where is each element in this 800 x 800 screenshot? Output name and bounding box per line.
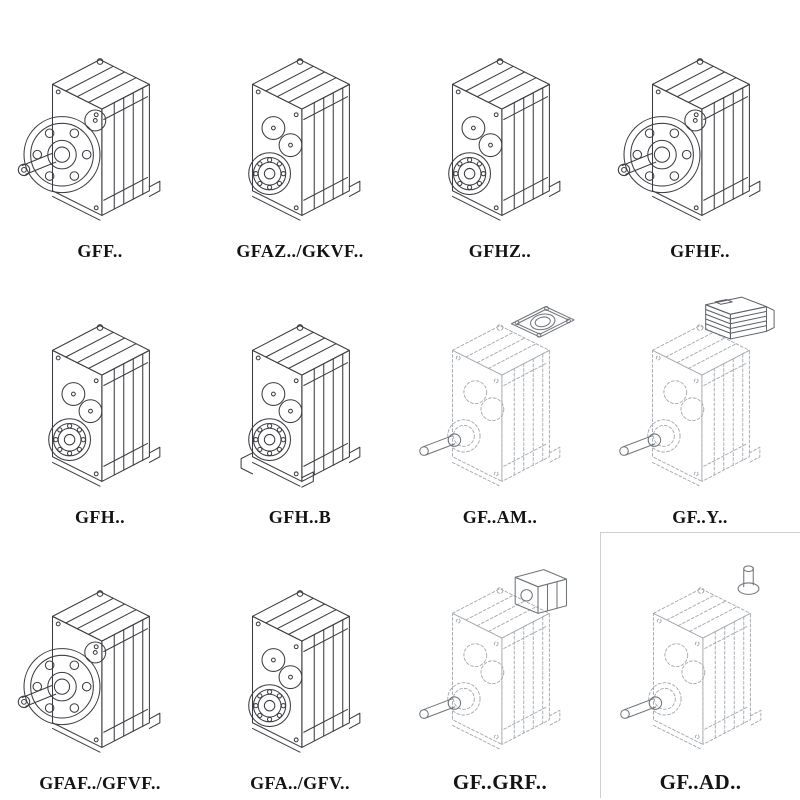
gearbox-cell-gfhf: GFHF.. <box>600 0 800 266</box>
gearbox-drawing-hollow-shaft <box>204 18 396 240</box>
gearbox-cell-gff: GFF.. <box>0 0 200 266</box>
gearbox-drawing-gear-adapter <box>404 547 596 769</box>
gearbox-label: GFHF.. <box>670 241 730 262</box>
gearbox-drawing-hollow-shaft-foot <box>204 284 396 506</box>
gearbox-cell-gfhz: GFHZ.. <box>400 0 600 266</box>
gearbox-drawing-hollow-shaft <box>204 550 396 772</box>
gearbox-cell-gfaz-gkvf: GFAZ../GKVF.. <box>200 0 400 266</box>
gearbox-label: GFAF../GFVF.. <box>39 773 161 794</box>
gearbox-drawing-motor-adapter <box>404 284 596 506</box>
gearbox-drawing-flange-output <box>604 18 796 240</box>
gearbox-drawing-flange-shaft <box>4 18 196 240</box>
gearbox-label: GF..Y.. <box>672 507 728 528</box>
gearbox-label: GF..GRF.. <box>452 769 548 794</box>
gearbox-cell-gfa-gfv: GFA../GFV.. <box>200 532 400 798</box>
gearbox-label: GFF.. <box>77 241 123 262</box>
gearbox-label: GF..AM.. <box>462 507 538 528</box>
gearbox-label: GFH..B <box>268 507 332 528</box>
gearbox-label: GF..AD.. <box>659 769 742 794</box>
gearbox-cell-gf-ad: GF..AD.. <box>600 532 800 798</box>
gearbox-label: GFHZ.. <box>468 241 532 262</box>
gearbox-drawing-flange-output <box>4 550 196 772</box>
gearbox-cell-gf-am: GF..AM.. <box>400 266 600 532</box>
gearbox-cell-gfh-b: GFH..B <box>200 266 400 532</box>
gearbox-cell-gf-grf: GF..GRF.. <box>400 532 600 798</box>
gearbox-cell-gfh: GFH.. <box>0 266 200 532</box>
gearbox-drawing-input-shaft-adapter <box>605 547 797 769</box>
gearbox-cell-gf-y: GF..Y.. <box>600 266 800 532</box>
gearbox-drawing-hollow-shaft <box>4 284 196 506</box>
gearbox-label: GFAZ../GKVF.. <box>236 241 364 262</box>
gearbox-label: GFA../GFV.. <box>250 773 350 794</box>
gearbox-label: GFH.. <box>75 507 125 528</box>
gearbox-cell-gfaf-gfvf: GFAF../GFVF.. <box>0 532 200 798</box>
gearbox-drawing-hollow-shaft <box>404 18 596 240</box>
gearbox-drawing-mounted-motor <box>604 284 796 506</box>
